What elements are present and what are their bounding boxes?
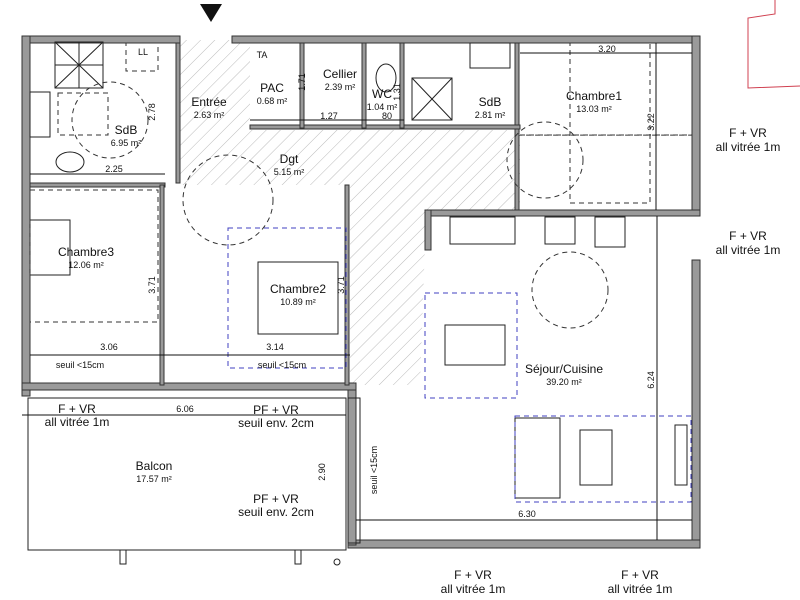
dimension-label: 2.25 bbox=[105, 164, 123, 174]
neighbor-outline bbox=[747, 0, 800, 89]
room-name: Cellier bbox=[323, 67, 357, 81]
room-name: SdB bbox=[479, 95, 502, 109]
room-name: Entrée bbox=[191, 95, 227, 109]
dimension-label: 3.14 bbox=[266, 342, 284, 352]
room-name: Séjour/Cuisine bbox=[525, 362, 603, 376]
dimension-label: 3.71 bbox=[336, 276, 346, 294]
dimension-label: 2.90 bbox=[317, 463, 327, 481]
opening-notes: F + VR all vitrée 1m F + VR all vitrée 1… bbox=[45, 126, 781, 596]
room-labels: SdB 6.95 m² Entrée 2.63 m² PAC 0.68 m² C… bbox=[58, 47, 622, 484]
dimension-label: 3.22 bbox=[646, 113, 656, 131]
threshold-labels: seuil <15cm seuil <15cm seuil <15cm bbox=[56, 360, 379, 494]
room-name: Dgt bbox=[280, 152, 299, 166]
dimension-label: 80 bbox=[382, 111, 392, 121]
room-name: WC bbox=[372, 87, 392, 101]
dimension-label: 1.27 bbox=[320, 111, 338, 121]
room-area: 39.20 m² bbox=[546, 377, 582, 387]
dimension-labels: 2.78 2.25 1.71 1.27 1.31 80 3.20 3.22 3.… bbox=[100, 44, 656, 519]
threshold-label: seuil <15cm bbox=[56, 360, 104, 370]
opening-detail: all vitrée 1m bbox=[716, 243, 781, 257]
entrance-arrow-icon bbox=[200, 4, 222, 22]
room-area: 0.68 m² bbox=[257, 96, 288, 106]
room-area: 5.15 m² bbox=[274, 167, 305, 177]
opening-type: F + VR bbox=[729, 126, 767, 140]
dimension-label: 1.71 bbox=[297, 73, 307, 91]
dimension-label: 1.31 bbox=[392, 83, 402, 101]
room-name: Chambre2 bbox=[270, 282, 326, 296]
opening-detail: seuil env. 2cm bbox=[238, 505, 314, 519]
room-area: 10.89 m² bbox=[280, 297, 316, 307]
opening-type: F + VR bbox=[621, 568, 659, 582]
room-area: 13.03 m² bbox=[576, 104, 612, 114]
dimension-label: 6.24 bbox=[646, 371, 656, 389]
opening-type: F + VR bbox=[58, 402, 96, 416]
room-area: 17.57 m² bbox=[136, 474, 172, 484]
dimension-label: 3.20 bbox=[598, 44, 616, 54]
opening-detail: seuil env. 2cm bbox=[238, 416, 314, 430]
opening-detail: all vitrée 1m bbox=[608, 582, 673, 596]
dimension-label: 3.71 bbox=[147, 276, 157, 294]
dimension-label: 3.06 bbox=[100, 342, 118, 352]
threshold-label: seuil <15cm bbox=[369, 446, 379, 494]
room-area: 12.06 m² bbox=[68, 260, 104, 270]
dimension-label: 2.78 bbox=[147, 103, 157, 121]
opening-type: F + VR bbox=[729, 229, 767, 243]
dimension-lines bbox=[30, 43, 692, 540]
room-area: 2.63 m² bbox=[194, 110, 225, 120]
dimension-label: 6.06 bbox=[176, 404, 194, 414]
room-name: Balcon bbox=[136, 459, 173, 473]
laundry-label: LL bbox=[138, 47, 148, 57]
opening-detail: all vitrée 1m bbox=[716, 140, 781, 154]
opening-type: F + VR bbox=[454, 568, 492, 582]
room-name: SdB bbox=[115, 123, 138, 137]
opening-detail: all vitrée 1m bbox=[45, 415, 110, 429]
room-area: 1.04 m² bbox=[367, 102, 398, 112]
walls bbox=[21, 35, 701, 549]
opening-detail: all vitrée 1m bbox=[441, 582, 506, 596]
threshold-label: seuil <15cm bbox=[258, 360, 306, 370]
room-name: Chambre1 bbox=[566, 89, 622, 103]
dimension-label: 6.30 bbox=[518, 509, 536, 519]
room-area: 2.81 m² bbox=[475, 110, 506, 120]
opening-type: PF + VR bbox=[253, 492, 299, 506]
room-area: 2.39 m² bbox=[325, 82, 356, 92]
room-name: Chambre3 bbox=[58, 245, 114, 259]
room-area: 6.95 m² bbox=[111, 138, 142, 148]
opening-type: PF + VR bbox=[253, 403, 299, 417]
ta-label: TA bbox=[257, 50, 268, 60]
room-name: PAC bbox=[260, 81, 284, 95]
balcony-outline bbox=[22, 397, 361, 566]
circulation-hatch bbox=[180, 40, 520, 385]
fixtures bbox=[29, 41, 693, 503]
